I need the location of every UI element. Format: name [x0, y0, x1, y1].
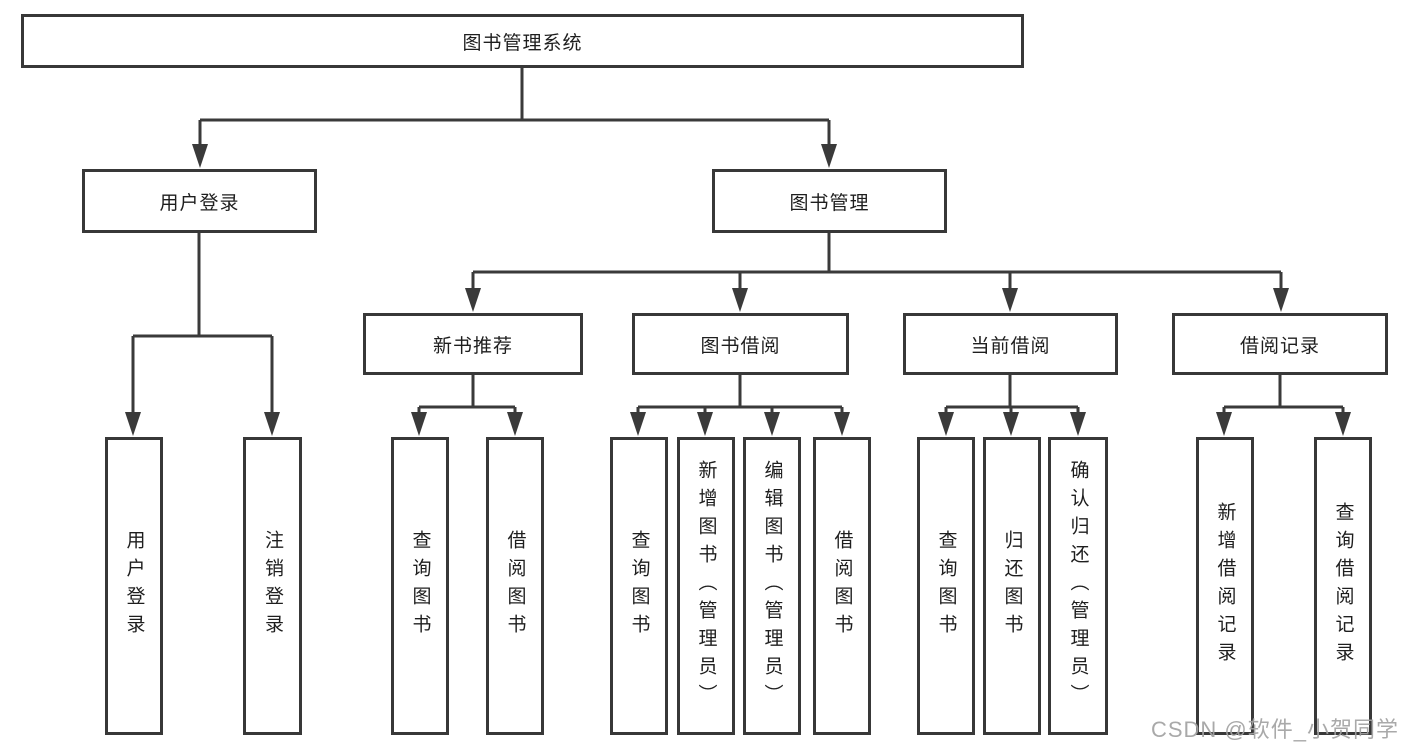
node-leaf-logout: 注销登录 [243, 437, 302, 735]
node-book-management: 图书管理 [712, 169, 947, 233]
leaf-label: 查询图书 [409, 530, 431, 642]
leaf-label: 查询借阅记录 [1332, 502, 1354, 670]
leaf-label: 用户登录 [123, 530, 145, 642]
arrowhead [697, 412, 713, 436]
connector-borrow-record-branch [1222, 375, 1345, 414]
leaf-label: 查询图书 [628, 530, 650, 642]
arrowhead [1002, 288, 1018, 312]
leaf-label: 注销登录 [262, 530, 283, 642]
connector-current-borrow-branch [944, 375, 1080, 414]
arrowhead [1273, 288, 1289, 312]
arrowhead [732, 288, 748, 312]
node-leaf-add-borrow-record: 新增借阅记录 [1196, 437, 1254, 735]
leaf-label: 新增借阅记录 [1214, 502, 1236, 670]
leaf-label: 查询图书 [935, 530, 957, 642]
arrowhead [1003, 412, 1019, 436]
leaf-label: 归还图书 [1001, 530, 1023, 642]
node-leaf-query-books-newbook: 查询图书 [391, 437, 449, 735]
arrowhead [1070, 412, 1086, 436]
node-leaf-query-books-borrow: 查询图书 [610, 437, 668, 735]
arrowhead [465, 288, 481, 312]
arrowhead [1216, 412, 1232, 436]
node-leaf-borrow-books-newbook: 借阅图书 [486, 437, 544, 735]
node-leaf-confirm-return-admin: 确认归还（管理员） [1048, 437, 1108, 735]
arrowhead [264, 412, 280, 436]
connector-book-borrow-branch [636, 375, 844, 414]
arrowhead [1335, 412, 1351, 436]
arrowhead [821, 144, 837, 168]
connector-book-management-branch [471, 233, 1283, 290]
node-leaf-return-books: 归还图书 [983, 437, 1041, 735]
arrowhead [764, 412, 780, 436]
arrowhead [630, 412, 646, 436]
arrowhead [938, 412, 954, 436]
leaf-label: 借阅图书 [504, 530, 526, 642]
node-current-borrowing: 当前借阅 [903, 313, 1118, 375]
connector-new-book-branch [417, 375, 517, 414]
leaf-label: 确认归还（管理员） [1067, 460, 1089, 712]
arrowhead [125, 412, 141, 436]
leaf-label: 借阅图书 [831, 530, 853, 642]
node-leaf-user-login: 用户登录 [105, 437, 163, 735]
leaf-label: 新增图书（管理员） [695, 460, 717, 712]
connector-user-login-branch [131, 233, 274, 414]
node-new-book-recommend: 新书推荐 [363, 313, 583, 375]
node-leaf-borrow-books-borrow: 借阅图书 [813, 437, 871, 735]
csdn-watermark: CSDN @软件_小贺同学 [1150, 717, 1399, 742]
leaf-label: 编辑图书（管理员） [761, 460, 783, 712]
node-book-borrowing: 图书借阅 [632, 313, 849, 375]
arrowhead [192, 144, 208, 168]
node-leaf-add-books-admin: 新增图书（管理员） [677, 437, 735, 735]
connector-root-branch [198, 68, 831, 146]
node-leaf-edit-books-admin: 编辑图书（管理员） [743, 437, 801, 735]
arrowhead [834, 412, 850, 436]
node-leaf-query-books-current: 查询图书 [917, 437, 975, 735]
node-leaf-query-borrow-record: 查询借阅记录 [1314, 437, 1372, 735]
node-root: 图书管理系统 [21, 14, 1024, 68]
arrowhead [507, 412, 523, 436]
arrowhead [411, 412, 427, 436]
node-user-login: 用户登录 [82, 169, 317, 233]
node-borrowing-records: 借阅记录 [1172, 313, 1388, 375]
